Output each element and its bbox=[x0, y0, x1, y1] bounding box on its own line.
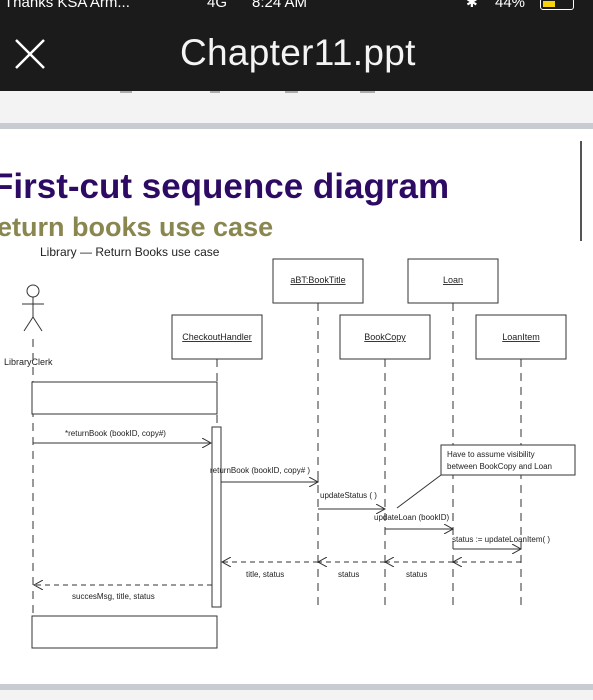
document-title: Chapter11.ppt bbox=[180, 32, 416, 73]
close-icon bbox=[15, 39, 45, 69]
object-box-loan-item bbox=[475, 314, 567, 360]
clock: 8:24 AM bbox=[252, 0, 308, 11]
battery-icon bbox=[540, 0, 574, 10]
title-bar: Chapter11.ppt bbox=[0, 14, 593, 91]
message-update-loan-item: status := updateLoanItem( ) bbox=[452, 535, 550, 544]
slide-title: First-cut sequence diagram bbox=[0, 167, 450, 206]
message-return-book-2: returnBook (bookID, copy# ) bbox=[210, 466, 310, 475]
close-button[interactable] bbox=[8, 32, 52, 76]
slide-border-bottom bbox=[0, 684, 593, 690]
message-title-status: title, status bbox=[246, 570, 284, 579]
note-line-2: between BookCopy and Loan bbox=[447, 462, 552, 471]
diagram-frame-top bbox=[31, 381, 218, 415]
object-box-checkout-handler bbox=[171, 314, 263, 360]
object-label-loan-item: LoanItem bbox=[502, 332, 540, 342]
activation-checkout-handler bbox=[211, 426, 222, 608]
note-line-1: Have to assume visibility bbox=[447, 450, 535, 459]
battery-percent: 44% bbox=[495, 0, 526, 11]
sequence-diagram: Library — Return Books use case LibraryC… bbox=[4, 245, 576, 649]
diagram-caption: Library — Return Books use case bbox=[40, 245, 220, 259]
actor-figure bbox=[22, 284, 44, 332]
slide-edge-marks bbox=[120, 91, 375, 93]
object-label-book-title: aBT:BookTitle bbox=[290, 275, 345, 285]
message-update-status: updateStatus ( ) bbox=[320, 491, 377, 500]
diagram-frame-bottom bbox=[31, 615, 218, 649]
carrier-name: Thanks KSA Arm... bbox=[4, 0, 130, 11]
object-box-book-copy bbox=[339, 314, 431, 360]
object-label-checkout-handler: CheckoutHandler bbox=[182, 332, 252, 342]
object-box-book-title bbox=[272, 258, 364, 304]
message-arrow-return-book-2 bbox=[221, 476, 319, 483]
message-update-loan: updateLoan (bookID) bbox=[374, 513, 450, 522]
note-connector bbox=[396, 474, 442, 509]
object-label-book-copy: BookCopy bbox=[364, 332, 406, 342]
message-status-1: status bbox=[338, 570, 359, 579]
message-return-book-1: *returnBook (bookID, copy#) bbox=[65, 429, 166, 438]
toolbar-gap bbox=[0, 91, 593, 123]
slide-scrollbar[interactable] bbox=[580, 141, 582, 241]
network-type: 4G bbox=[207, 0, 228, 11]
bottom-strip bbox=[0, 690, 593, 700]
status-bar: Thanks KSA Arm... 4G 8:24 AM ✱ 44% bbox=[0, 0, 593, 14]
message-status-2: status bbox=[406, 570, 427, 579]
note-box bbox=[440, 444, 576, 476]
slide-border-top bbox=[0, 123, 593, 129]
bluetooth-icon: ✱ bbox=[466, 0, 478, 10]
slide-canvas[interactable]: First-cut sequence diagram eturn books u… bbox=[0, 129, 593, 684]
message-success: succesMsg, title, status bbox=[72, 592, 155, 601]
object-label-loan: Loan bbox=[443, 275, 463, 285]
battery-fill bbox=[543, 1, 555, 7]
actor-label: LibraryClerk bbox=[4, 357, 53, 367]
object-box-loan bbox=[407, 258, 499, 304]
slide-subtitle: eturn books use case bbox=[0, 212, 274, 242]
